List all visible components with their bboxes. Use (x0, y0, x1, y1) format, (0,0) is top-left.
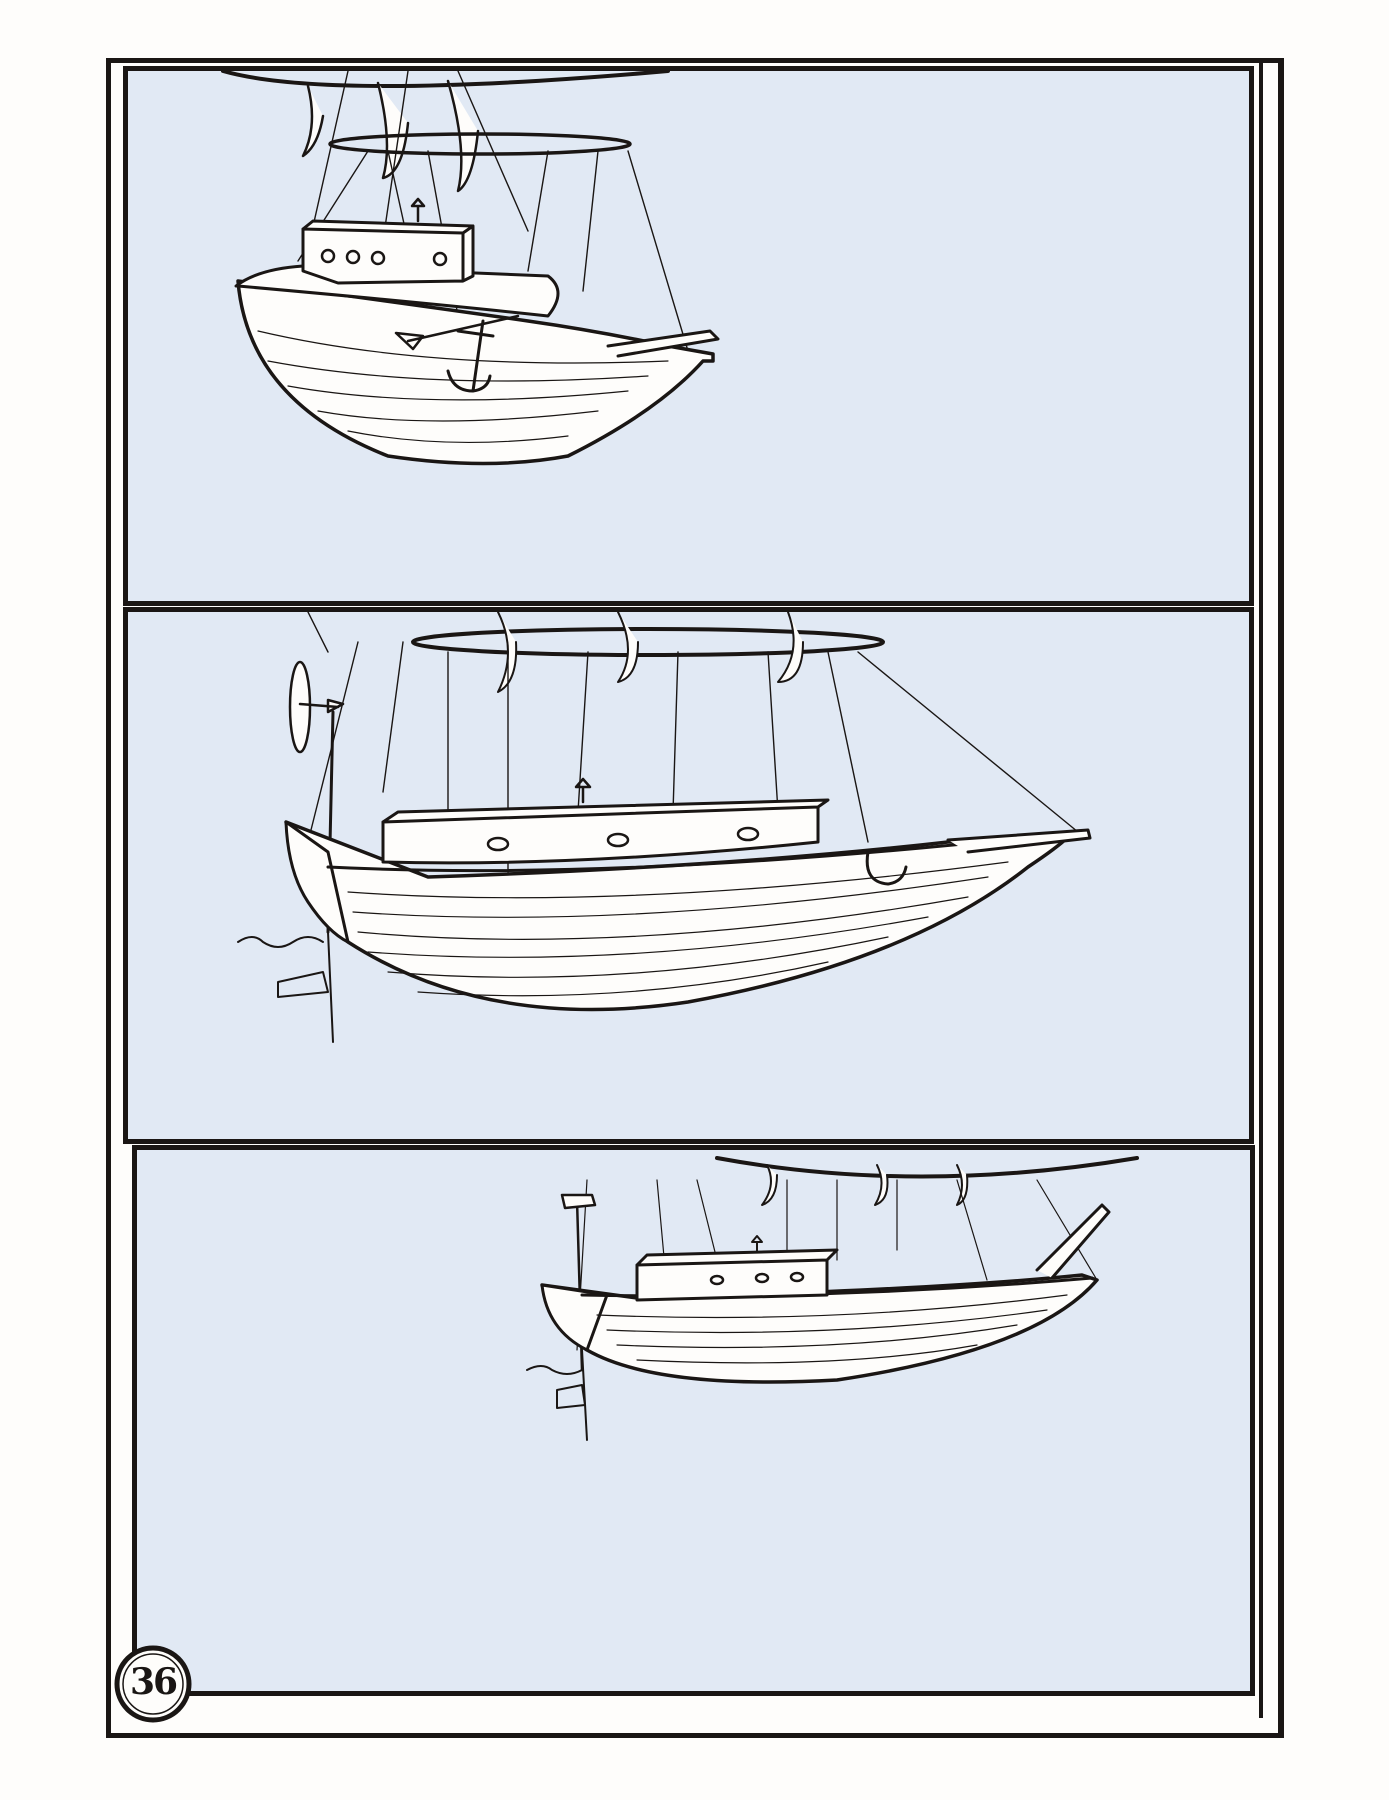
panel-2 (123, 607, 1254, 1144)
panel-2-illustration (237, 612, 1092, 1043)
page-inner-border-line (1259, 58, 1263, 1718)
stern-panel (540, 1283, 609, 1352)
bowsprit (946, 828, 1092, 854)
anchor-icon (446, 319, 495, 393)
suspension-ring (411, 627, 885, 657)
porthole (754, 1272, 770, 1284)
chimney (410, 197, 426, 223)
porthole (370, 250, 386, 266)
propeller-icon (288, 660, 312, 754)
oar (394, 314, 520, 351)
panel-3-illustration (526, 1156, 1139, 1441)
panel-1 (123, 66, 1254, 606)
bowsprit (606, 329, 720, 358)
porthole (789, 1271, 805, 1283)
hull-planks (596, 1294, 1068, 1364)
pennant-flag (526, 1349, 588, 1441)
hull-planks (347, 861, 1009, 997)
page-number-circle (114, 1645, 192, 1723)
propeller-hub (298, 698, 345, 714)
panel-1-illustration (221, 71, 720, 466)
porthole (606, 832, 630, 848)
porthole (345, 249, 361, 265)
porthole (432, 251, 448, 267)
porthole (486, 836, 510, 852)
cabin (301, 219, 475, 285)
stern-panel (284, 820, 350, 944)
balloon-envelope-bottom (715, 1156, 1139, 1179)
page-number: 36 (129, 1661, 178, 1703)
balloon-envelope-bottom (221, 71, 670, 88)
deck-line (326, 832, 1060, 873)
page-outer-border (106, 58, 1284, 1738)
mast-top (560, 1193, 597, 1210)
panel-3 (132, 1145, 1255, 1696)
porthole (320, 248, 336, 264)
tattered-fabric (497, 612, 804, 693)
cabin (635, 1248, 839, 1302)
chimney (574, 777, 592, 804)
porthole (736, 826, 760, 842)
cabin (381, 798, 830, 865)
pennant-flag (237, 931, 334, 1043)
deck-rim (234, 264, 560, 318)
chimney (751, 1235, 763, 1253)
tattered-fabric (761, 1164, 969, 1206)
bowsprit (1035, 1203, 1111, 1280)
suspension-ring (328, 132, 632, 156)
porthole (709, 1274, 725, 1286)
page-number-badge: 36 (112, 1643, 194, 1725)
hull-planks (257, 330, 669, 443)
anchor-icon (865, 850, 908, 886)
